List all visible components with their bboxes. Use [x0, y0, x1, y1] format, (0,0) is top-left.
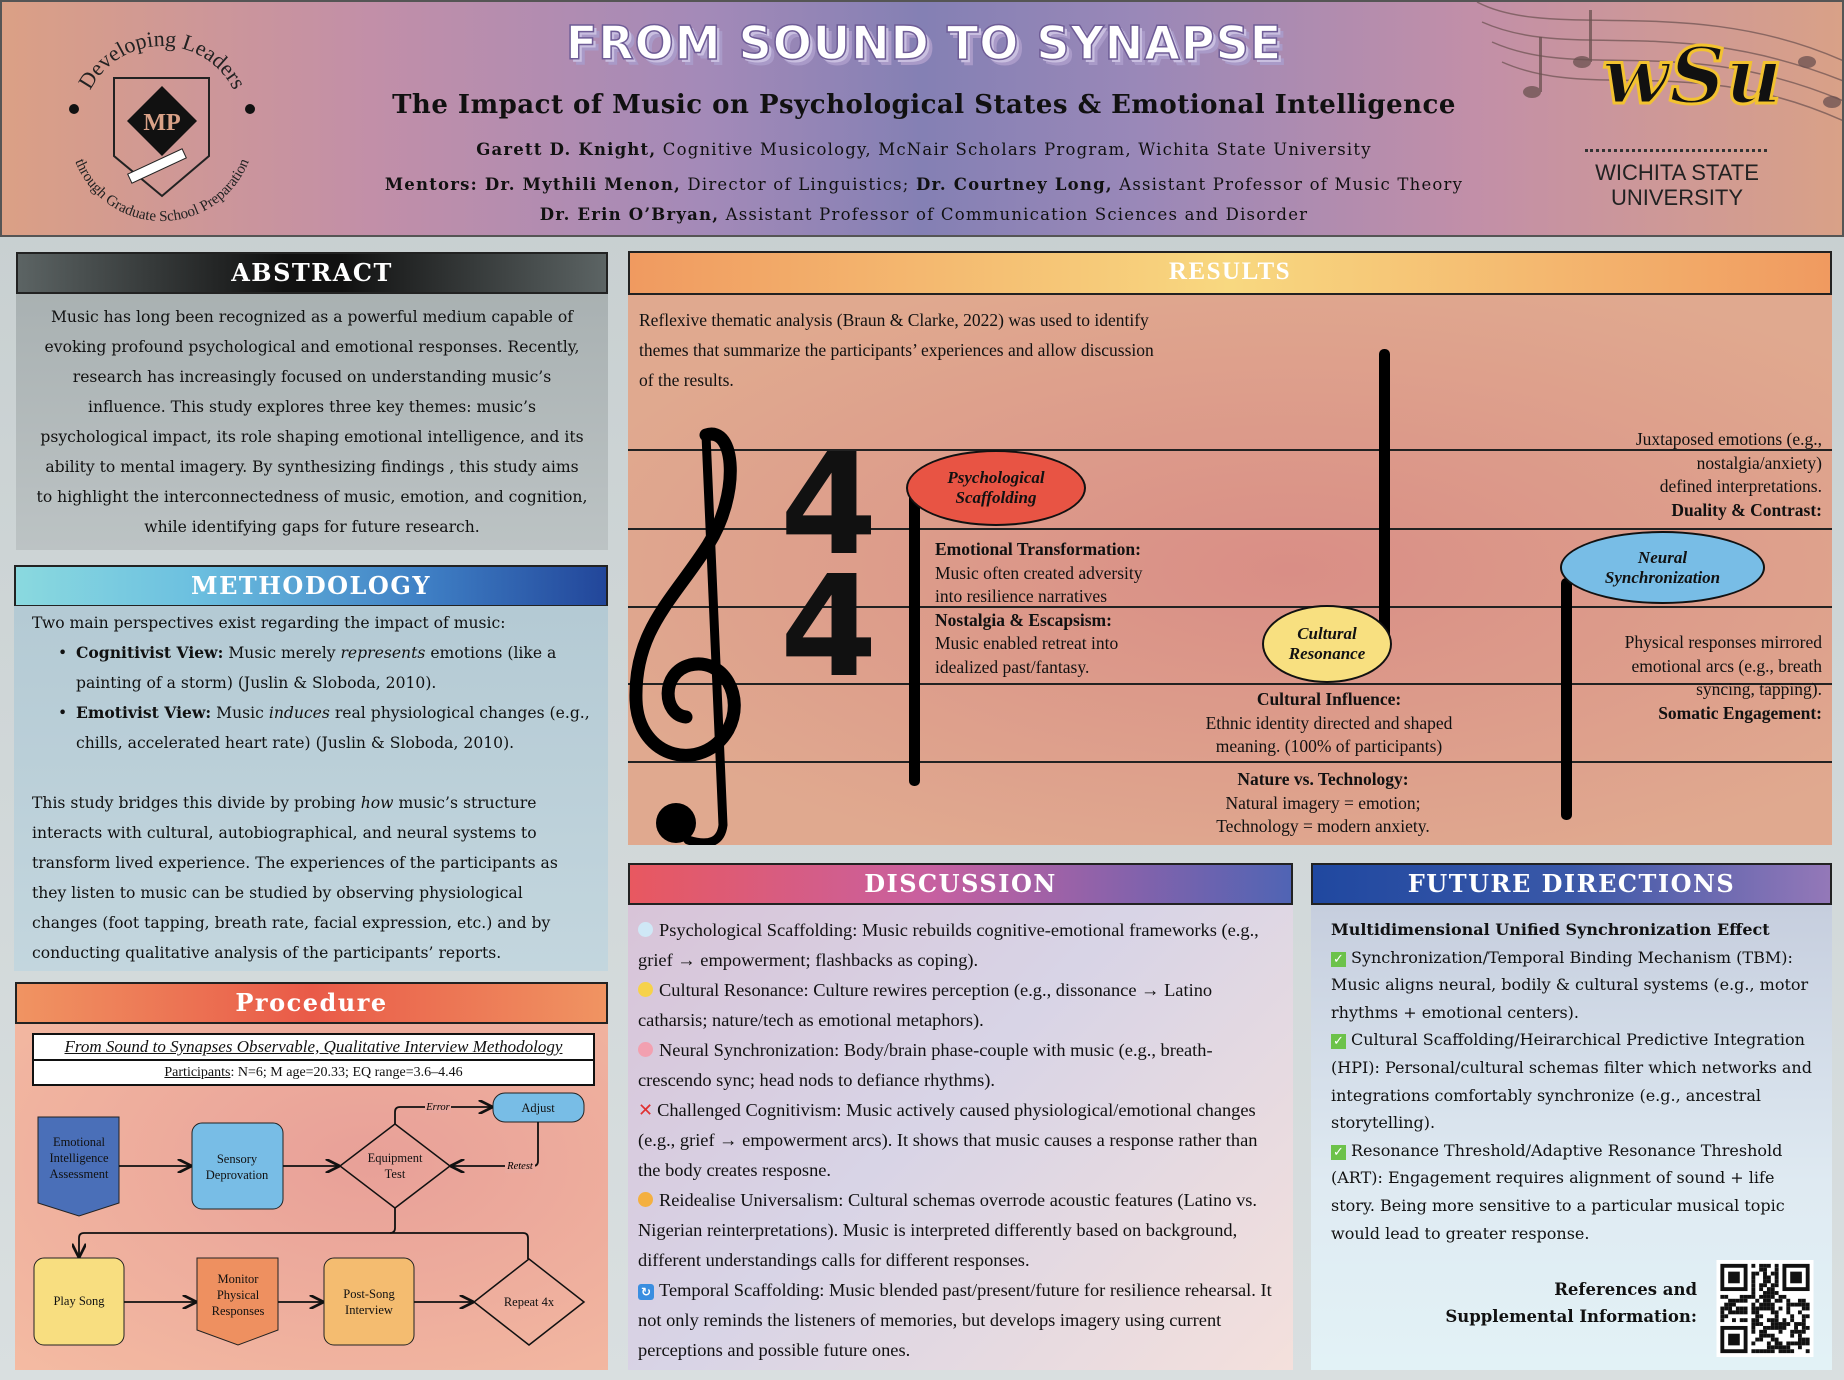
thought-bubble-icon: [638, 922, 653, 937]
list-item: ✕Challenged Cognitivism: Music actively …: [638, 1100, 1258, 1180]
thinking-face-icon: [638, 1192, 653, 1207]
list-item: Cognitivist View: Music merely represent…: [58, 638, 590, 698]
abstract-body: Music has long been recognized as a powe…: [16, 294, 608, 550]
monitor-responses-node: [196, 1257, 279, 1346]
staff-line: [628, 761, 1832, 763]
check-icon: ✓: [1331, 1034, 1346, 1050]
check-icon: ✓: [1331, 1144, 1346, 1160]
note-stem: [909, 488, 920, 786]
references-qr-code[interactable]: [1716, 1260, 1814, 1357]
repeat-arrows-icon: ↻: [638, 1284, 654, 1300]
nature-technology-theme: Nature vs. Technology:Natural imagery = …: [1216, 769, 1430, 836]
methodology-heading: METHODOLOGY: [14, 565, 608, 607]
retest-label: Retest: [506, 1161, 534, 1172]
note-stem: [1561, 578, 1572, 820]
methodology-paragraph: This study bridges this divide by probin…: [32, 794, 558, 962]
error-label: Error: [425, 1102, 450, 1113]
equipment-test-node: [338, 1123, 452, 1209]
music-notes-decoration: [1476, 2, 1842, 122]
procedure-heading: Procedure: [15, 982, 608, 1024]
discussion-body: Psychological Scaffolding: Music rebuild…: [628, 905, 1293, 1370]
face-icon: [638, 982, 653, 997]
post-song-interview-node: [323, 1257, 415, 1346]
staff-line: [628, 528, 1832, 530]
participants-row: Participants: N=6; M age=20.33; EQ range…: [164, 1065, 463, 1080]
poster-title: FROM SOUND TO SYNAPSE: [565, 15, 1283, 71]
brain-icon: [638, 1042, 653, 1057]
check-icon: ✓: [1331, 951, 1346, 967]
abstract-heading: ABSTRACT: [16, 252, 608, 294]
methodology-body: Two main perspectives exist regarding th…: [14, 606, 608, 971]
methodology-intro: Two main perspectives exist regarding th…: [32, 614, 506, 632]
list-item: ↻Temporal Scaffolding: Music blended pas…: [638, 1280, 1272, 1360]
methodology-table: From Sound to Synapses Observable, Quali…: [32, 1033, 595, 1086]
table-title: From Sound to Synapses Observable, Quali…: [34, 1035, 593, 1061]
mcnair-logo: Developing Leaders through Graduate Scho…: [69, 26, 255, 225]
list-item: Neural Synchronization: Body/brain phase…: [638, 1040, 1213, 1090]
duality-contrast-theme: Juxtaposed emotions (e.g.,nostalgia/anxi…: [1635, 429, 1822, 520]
list-item: ✓Resonance Threshold/Adaptive Resonance …: [1331, 1140, 1785, 1243]
staff-line: [628, 606, 1832, 608]
cross-mark-icon: ✕: [638, 1100, 654, 1121]
discussion-heading: DISCUSSION: [628, 863, 1293, 905]
list-item: ✓Synchronization/Temporal Binding Mechan…: [1331, 947, 1809, 1022]
logo-divider: [1585, 149, 1767, 152]
results-intro: Reflexive thematic analysis (Braun & Cla…: [639, 310, 1154, 390]
list-item: Cultural Resonance: Culture rewires perc…: [638, 980, 1213, 1030]
future-directions-heading: FUTURE DIRECTIONS: [1311, 863, 1832, 905]
author-line: Garett D. Knight, Cognitive Musicology, …: [476, 140, 1372, 159]
results-heading: RESULTS: [628, 251, 1832, 295]
mentors-line: Mentors: Dr. Mythili Menon, Director of …: [384, 175, 1464, 194]
list-item: ✓Cultural Scaffolding/Heirarchical Predi…: [1331, 1030, 1812, 1133]
staff-line: [628, 449, 1832, 451]
staff-line: [628, 683, 1832, 685]
ei-assessment-node: [37, 1116, 120, 1217]
poster-subtitle: The Impact of Music on Psychological Sta…: [392, 90, 1456, 120]
poster-header: Developing Leaders through Graduate Scho…: [0, 0, 1844, 237]
cultural-influence-theme: Cultural Influence:Ethnic identity direc…: [1205, 689, 1453, 756]
results-body: Reflexive thematic analysis (Braun & Cla…: [628, 295, 1832, 845]
note-stem: [1379, 349, 1390, 649]
treble-clef-icon: [629, 427, 741, 845]
list-item: Psychological Scaffolding: Music rebuild…: [638, 920, 1259, 970]
svg-text:Play Song: Play Song: [53, 1294, 105, 1308]
wsu-logo-mark: wSu: [1600, 30, 1783, 123]
svg-text:Repeat 4x: Repeat 4x: [504, 1295, 555, 1309]
mentor3-line: Dr. Erin O’Bryan, Assistant Professor of…: [539, 205, 1309, 224]
future-subheading: Multidimensional Unified Synchronization…: [1331, 920, 1770, 939]
svg-text:Adjust: Adjust: [521, 1101, 555, 1115]
sensory-deprivation-node: [191, 1122, 284, 1210]
list-item: Emotivist View: Music induces real physi…: [58, 698, 590, 758]
emotional-transformation-theme: Emotional Transformation:Music often cre…: [935, 539, 1143, 677]
perspectives-list: Cognitivist View: Music merely represent…: [32, 638, 590, 758]
svg-text:MP: MP: [143, 110, 180, 136]
list-item: Reidealise Universalism: Cultural schema…: [638, 1190, 1258, 1270]
repeat-node: [472, 1258, 586, 1346]
